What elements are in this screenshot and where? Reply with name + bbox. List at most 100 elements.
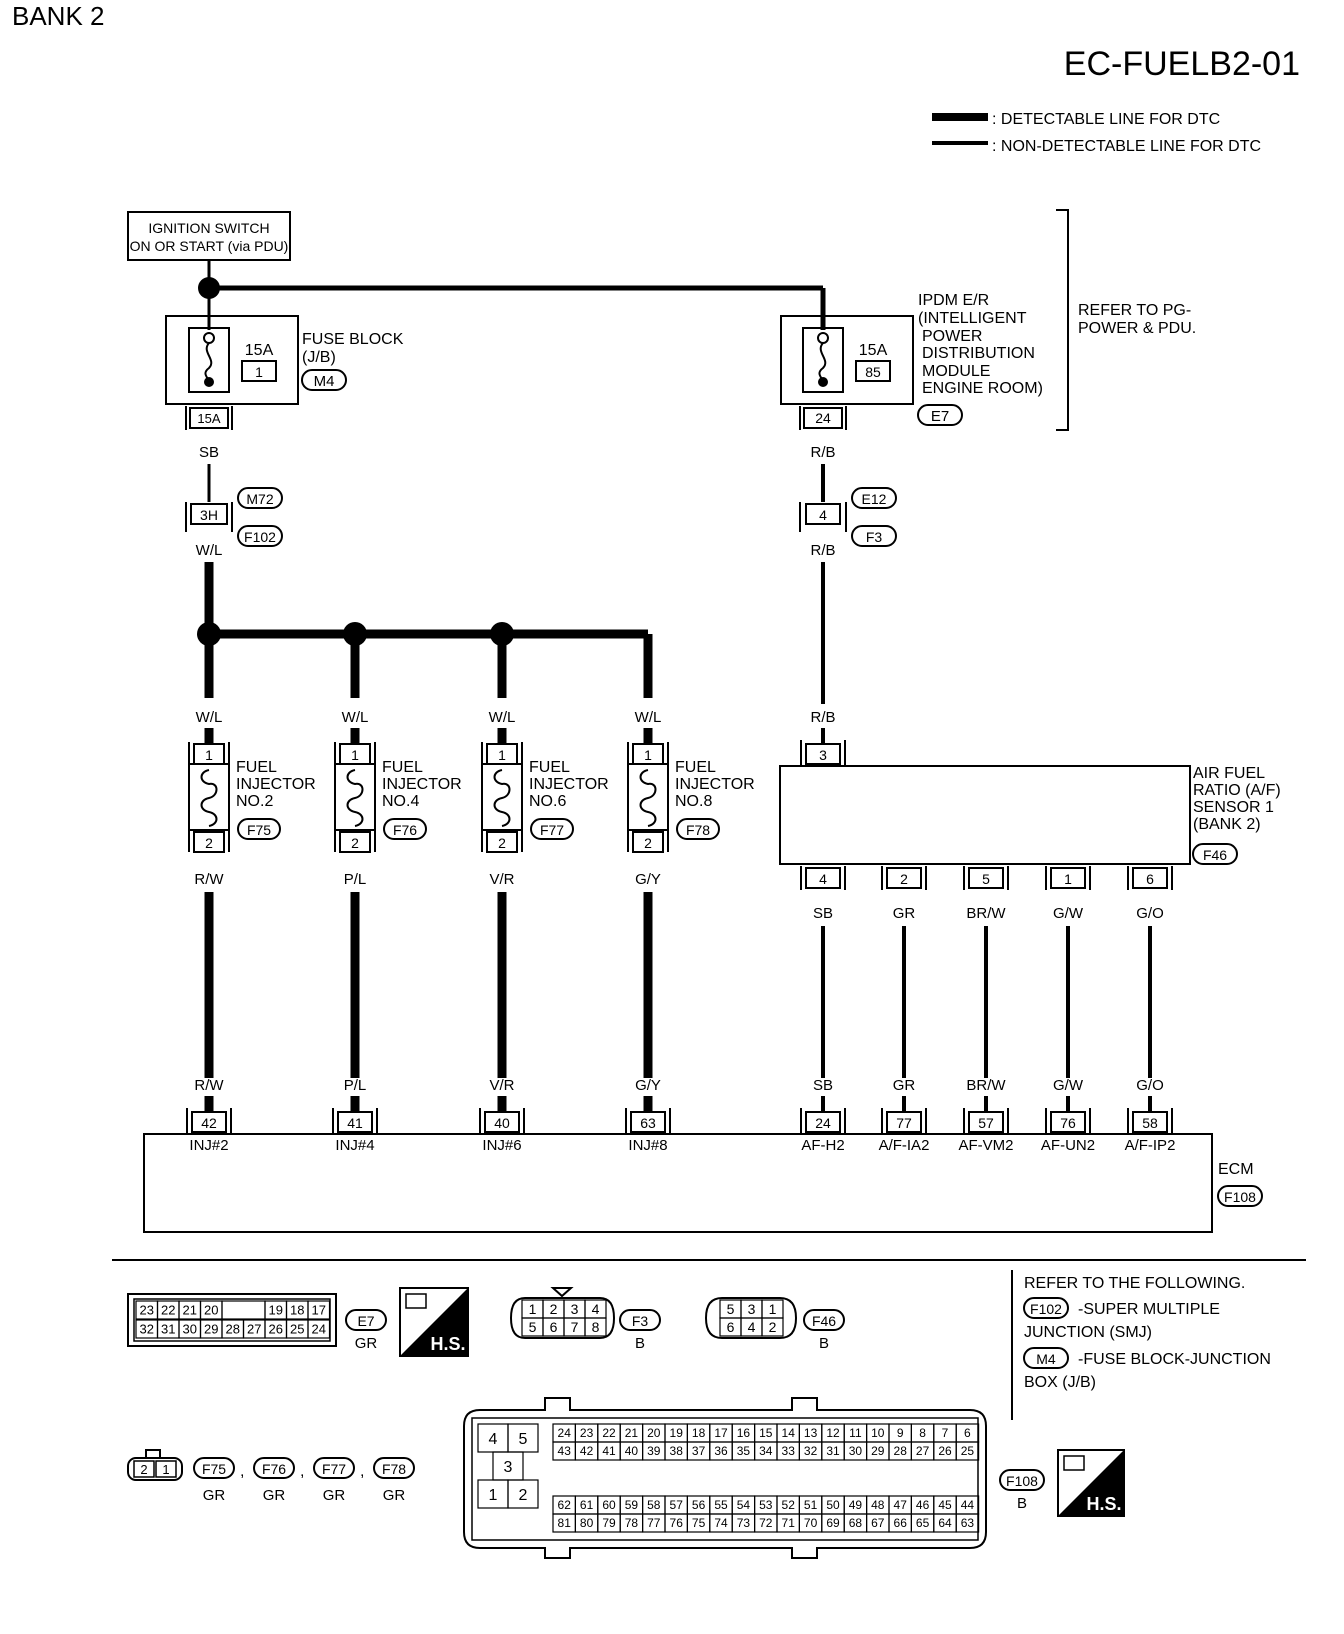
legend-detectable: : DETECTABLE LINE FOR DTC bbox=[992, 111, 1220, 128]
f108-pin-label: 24 bbox=[558, 1426, 572, 1440]
diagram-code: EC-FUELB2-01 bbox=[1064, 45, 1300, 83]
connector-icon bbox=[1063, 1455, 1085, 1471]
f108-pin-label: 39 bbox=[647, 1444, 661, 1458]
f108-pin-label: 23 bbox=[580, 1426, 594, 1440]
af-name-3: SENSOR 1 bbox=[1193, 799, 1274, 816]
f108-pin-label: 14 bbox=[782, 1426, 796, 1440]
af-out-pin: 6 bbox=[1146, 871, 1154, 887]
f108-pin-label: 46 bbox=[916, 1498, 930, 1512]
f46-pin-label: 3 bbox=[748, 1301, 756, 1317]
junction-left-conn-top: M72 bbox=[246, 491, 273, 507]
f108-pin-label: 50 bbox=[826, 1498, 840, 1512]
f108-pin-label: 30 bbox=[849, 1444, 863, 1458]
f108-pin-label: 17 bbox=[714, 1426, 728, 1440]
refer-item-conn: F102 bbox=[1030, 1301, 1062, 1317]
inj-conn: F75 bbox=[202, 1461, 226, 1477]
injector-pin-top: 1 bbox=[351, 747, 359, 763]
f46-cell bbox=[761, 1317, 784, 1337]
f108-pin-label: 68 bbox=[849, 1516, 863, 1530]
inj-pin: 1 bbox=[162, 1462, 169, 1477]
f108-pin-label: 10 bbox=[871, 1426, 885, 1440]
injector-no8: W/L 1 2 FUEL INJECTOR NO.8 F78 G/Y G/Y 6… bbox=[625, 709, 755, 1154]
ecm-pin-label: INJ#2 bbox=[189, 1137, 228, 1154]
injector-name-3: NO.4 bbox=[382, 793, 419, 810]
injector-pin-top: 1 bbox=[644, 747, 652, 763]
ipdm-er: 15A 85 IPDM E/R (INTELLIGENT POWER DISTR… bbox=[780, 292, 1043, 461]
inj-sep: , bbox=[360, 1463, 364, 1480]
injector-name-2: INJECTOR bbox=[382, 776, 462, 793]
f108-pin-label: 49 bbox=[849, 1498, 863, 1512]
ignition-line1: IGNITION SWITCH bbox=[148, 220, 269, 236]
f108-pin-label: 59 bbox=[625, 1498, 639, 1512]
f108-pin-label: 56 bbox=[692, 1498, 706, 1512]
power-wiring bbox=[198, 260, 826, 330]
e7-pin-label: 26 bbox=[269, 1322, 283, 1337]
af-out-wire-ecm: G/W bbox=[1053, 1077, 1084, 1094]
f108-pin-label: 61 bbox=[580, 1498, 594, 1512]
e7-pin-label: 29 bbox=[204, 1322, 218, 1337]
injector-name-1: FUEL bbox=[382, 759, 423, 776]
f108-pin-label: 66 bbox=[894, 1516, 908, 1530]
af-out-wire-ecm: SB bbox=[813, 1077, 833, 1094]
injector-no4: W/L 1 2 FUEL INJECTOR NO.4 F76 P/L P/L 4… bbox=[332, 709, 462, 1154]
af-out-wire: SB bbox=[813, 905, 833, 922]
f108-pin-label: 13 bbox=[804, 1426, 818, 1440]
f3-pin-label: 3 bbox=[571, 1301, 579, 1317]
connector-view-injector: 2 1 F75 , F76 , F77 , F78 GR GR GR GR bbox=[127, 1449, 415, 1504]
f108-pin-label: 60 bbox=[602, 1498, 616, 1512]
e7-pin-label: 31 bbox=[161, 1322, 175, 1337]
injector-wire-ecm: G/Y bbox=[635, 1077, 661, 1094]
ecm-pin: 24 bbox=[815, 1115, 831, 1131]
injector-wire-in: W/L bbox=[196, 709, 223, 726]
ecm-pin-label: AF-H2 bbox=[801, 1137, 844, 1154]
ecm-pin-label: INJ#8 bbox=[628, 1137, 667, 1154]
ecm-pin: 58 bbox=[1142, 1115, 1158, 1131]
refer-following: REFER TO THE FOLLOWING. F102 -SUPER MULT… bbox=[1023, 1275, 1271, 1391]
refer-pg-line1: REFER TO PG- bbox=[1078, 302, 1191, 319]
f108-pin-label: 29 bbox=[871, 1444, 885, 1458]
f108-pin-label: 8 bbox=[919, 1426, 926, 1440]
e7-pin-label: 28 bbox=[226, 1322, 240, 1337]
f108-pin-label: 69 bbox=[826, 1516, 840, 1530]
hs-text: H.S. bbox=[430, 1334, 465, 1354]
ecm-pin-label: AF-VM2 bbox=[958, 1137, 1013, 1154]
fuse-block-conn: M4 bbox=[314, 373, 335, 390]
ignition-line2: ON OR START (via PDU) bbox=[130, 238, 289, 254]
f108-cell bbox=[955, 1441, 980, 1461]
f108-pin-label: 31 bbox=[826, 1444, 840, 1458]
ipdm-terminal: 24 bbox=[815, 410, 831, 426]
refer-item-text1: -FUSE BLOCK-JUNCTION bbox=[1078, 1351, 1271, 1368]
f108-pin-label: 6 bbox=[964, 1426, 971, 1440]
refer-item-text2: JUNCTION (SMJ) bbox=[1024, 1324, 1152, 1341]
injector-name-3: NO.2 bbox=[236, 793, 273, 810]
ecm-conn: F108 bbox=[1224, 1189, 1256, 1205]
af-out-wire: G/O bbox=[1136, 905, 1164, 922]
ecm-pin-label: INJ#4 bbox=[335, 1137, 374, 1154]
ignition-switch: IGNITION SWITCH ON OR START (via PDU) bbox=[127, 211, 291, 261]
hs-badge-1: H.S. bbox=[399, 1287, 469, 1357]
f108-pin-label: 44 bbox=[961, 1498, 975, 1512]
af-pin-top: 3 bbox=[819, 747, 827, 763]
f108-pin-label: 15 bbox=[759, 1426, 773, 1440]
refer-item-text2: BOX (J/B) bbox=[1024, 1374, 1096, 1391]
injector-pin-top: 1 bbox=[205, 747, 213, 763]
f108-pin-label: 25 bbox=[961, 1444, 975, 1458]
injector-name-2: INJECTOR bbox=[236, 776, 316, 793]
ecm-pin-label: A/F-IP2 bbox=[1125, 1137, 1176, 1154]
f108-pin-label: 37 bbox=[692, 1444, 706, 1458]
f3-conn: F3 bbox=[632, 1313, 649, 1329]
injector-wire-ecm: V/R bbox=[489, 1077, 514, 1094]
injector-conn: F78 bbox=[686, 822, 710, 838]
f108-pin-label: 21 bbox=[625, 1426, 639, 1440]
refer-pg-line2: POWER & PDU. bbox=[1078, 320, 1196, 337]
injector-wire-out: G/Y bbox=[635, 871, 661, 888]
fuse-block-label-1: FUSE BLOCK bbox=[302, 331, 404, 348]
inj-color: GR bbox=[383, 1487, 406, 1504]
e7-pin-label: 20 bbox=[204, 1303, 218, 1318]
f108-pin-label: 47 bbox=[894, 1498, 908, 1512]
e7-pin-label: 27 bbox=[247, 1322, 261, 1337]
injector-name-1: FUEL bbox=[529, 759, 570, 776]
